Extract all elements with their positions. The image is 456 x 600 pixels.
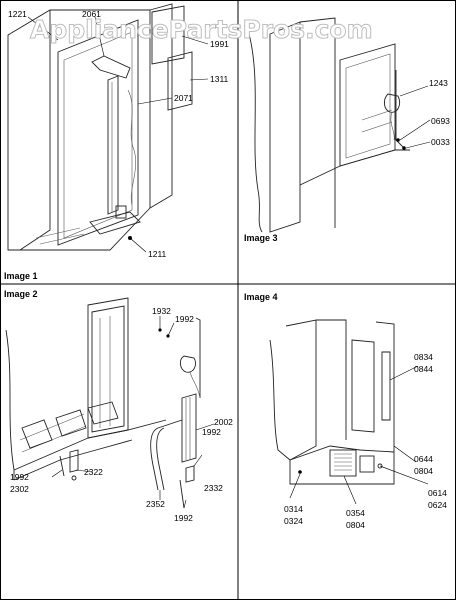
- part-label: 1991: [210, 39, 229, 49]
- part-label: 1221: [8, 9, 27, 19]
- part-label: 1311: [210, 74, 229, 84]
- part-label: 1932: [152, 306, 171, 316]
- watermark: AppliancePartsPros.com: [30, 15, 373, 44]
- part-label: 0033: [431, 137, 450, 147]
- panel-title: Image 1: [4, 271, 38, 281]
- part-label: 2302: [10, 484, 29, 494]
- part-label: 1992: [174, 513, 193, 523]
- part-label: 1992: [175, 314, 194, 324]
- image-3-leader-lines: [399, 85, 431, 149]
- panel-title: Image 2: [4, 289, 38, 299]
- part-label: 0834: [414, 352, 433, 362]
- part-label: 0804: [346, 520, 365, 530]
- part-label: 1992: [10, 472, 29, 482]
- panel-title: Image 3: [244, 233, 278, 243]
- image-2-leader-lines: [51, 316, 215, 509]
- image-1-part-labels: 1221 2061 1991 1311 2071 1211: [8, 9, 229, 259]
- image-2-part-labels: 1932 1992 2002 1992 2322 2302 2352 2332 …: [10, 306, 233, 523]
- image-4-leader-lines: [289, 365, 429, 505]
- image-1-drawing: [7, 3, 193, 251]
- part-label: 2352: [146, 499, 165, 509]
- part-label: 2322: [84, 467, 103, 477]
- part-label: 0324: [284, 516, 303, 526]
- part-label: 0844: [414, 364, 433, 374]
- part-label: 0354: [346, 508, 365, 518]
- part-label: 0614: [428, 488, 447, 498]
- part-label: 1211: [148, 249, 167, 259]
- part-label: 2071: [174, 93, 193, 103]
- image-3-part-labels: 1243 0693 0033: [429, 78, 450, 147]
- part-label: 0693: [431, 116, 450, 126]
- part-label: 2332: [204, 483, 223, 493]
- image-4-part-labels: 0834 0844 0644 0804 0614 0624 0314 0324 …: [284, 352, 447, 530]
- part-label: 2061: [82, 9, 101, 19]
- part-label: 2002: [214, 417, 233, 427]
- image-4-drawing: [269, 319, 395, 485]
- part-label: 1243: [429, 78, 448, 88]
- part-label: 0644: [414, 454, 433, 464]
- image-2-drawing: [5, 297, 201, 509]
- panel-title: Image 4: [244, 292, 278, 302]
- part-label: 0624: [428, 500, 447, 510]
- image-1-leader-lines: [27, 16, 209, 253]
- image-3-drawing: [247, 17, 410, 233]
- part-label: 0314: [284, 504, 303, 514]
- part-label: 0804: [414, 466, 433, 476]
- part-label: 1992: [202, 427, 221, 437]
